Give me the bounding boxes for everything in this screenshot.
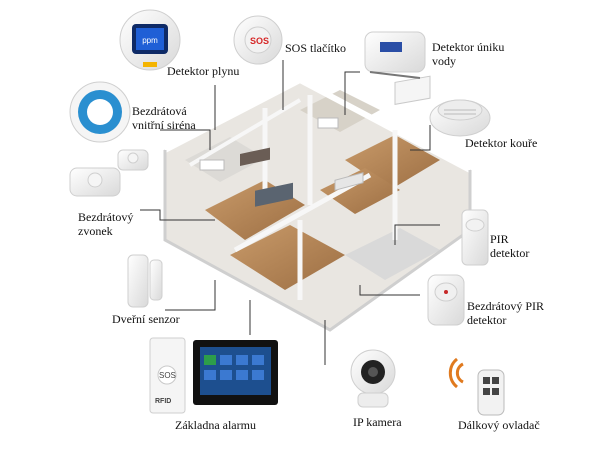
- label-siren: Bezdrátová vnitřní siréna: [132, 104, 196, 132]
- table: [240, 147, 270, 166]
- bed: [394, 75, 431, 105]
- connector-door: [165, 280, 216, 311]
- label-ip-camera: IP kamera: [353, 415, 402, 429]
- connector-wireless-pir: [359, 285, 420, 296]
- sos-button-device: [233, 15, 283, 65]
- room-floor-office: [320, 168, 400, 214]
- label-pir-detector: PIR detektor: [490, 232, 530, 260]
- alarm-base-device: [149, 337, 278, 414]
- sofa: [255, 182, 293, 207]
- svg-text:ppm: ppm: [142, 36, 158, 45]
- label-remote-control: Dálkový ovladač: [458, 418, 540, 432]
- water-detector-device: [364, 31, 426, 79]
- house-floorplan: [163, 75, 472, 332]
- ip-camera-device: [350, 349, 396, 408]
- room-floor-kitchen: [185, 137, 265, 182]
- label-sos-button: SOS tlačítko: [285, 41, 347, 55]
- door-sensor-device: [127, 254, 163, 308]
- room-floor-balcony: [345, 228, 440, 280]
- sos-cap-text: SOS: [250, 36, 270, 46]
- connector-smoke: [410, 125, 431, 151]
- label-wireless-pir: Bezdrátový PIR detektor: [467, 299, 544, 327]
- label-doorbell: Bezdrátový zvonek: [78, 210, 134, 238]
- label-smoke-detector: Detektor kouře: [465, 136, 538, 150]
- doorbell-device: [69, 149, 149, 197]
- room-floor-lounge: [230, 225, 345, 290]
- connector-doorbell: [140, 209, 215, 221]
- label-water-detector: Detektor úniku vody: [432, 40, 505, 68]
- remote-control-device: [448, 357, 505, 416]
- wireless-pir-device: [427, 274, 465, 326]
- balcony-rail: [334, 172, 364, 191]
- panel-rfid-text: RFID: [155, 398, 172, 405]
- label-alarm-base: Základna alarmu: [175, 418, 256, 432]
- connector-water: [344, 71, 360, 115]
- room-floor-bath: [300, 90, 380, 132]
- panel-sos-text: SOS: [159, 371, 176, 380]
- siren-device: [69, 81, 131, 143]
- bathtub: [317, 117, 339, 129]
- connector-pir: [394, 224, 440, 245]
- gas-detector-device: ppm: [119, 9, 181, 71]
- label-gas-detector: Detektor plynu: [167, 64, 240, 78]
- label-door-sensor: Dveřní senzor: [112, 312, 180, 326]
- connector-siren: [160, 129, 211, 150]
- kitchen-counter: [199, 159, 225, 171]
- pir-detector-device: [461, 209, 489, 266]
- smoke-detector-device: [429, 99, 491, 137]
- connector-lines: [140, 60, 440, 365]
